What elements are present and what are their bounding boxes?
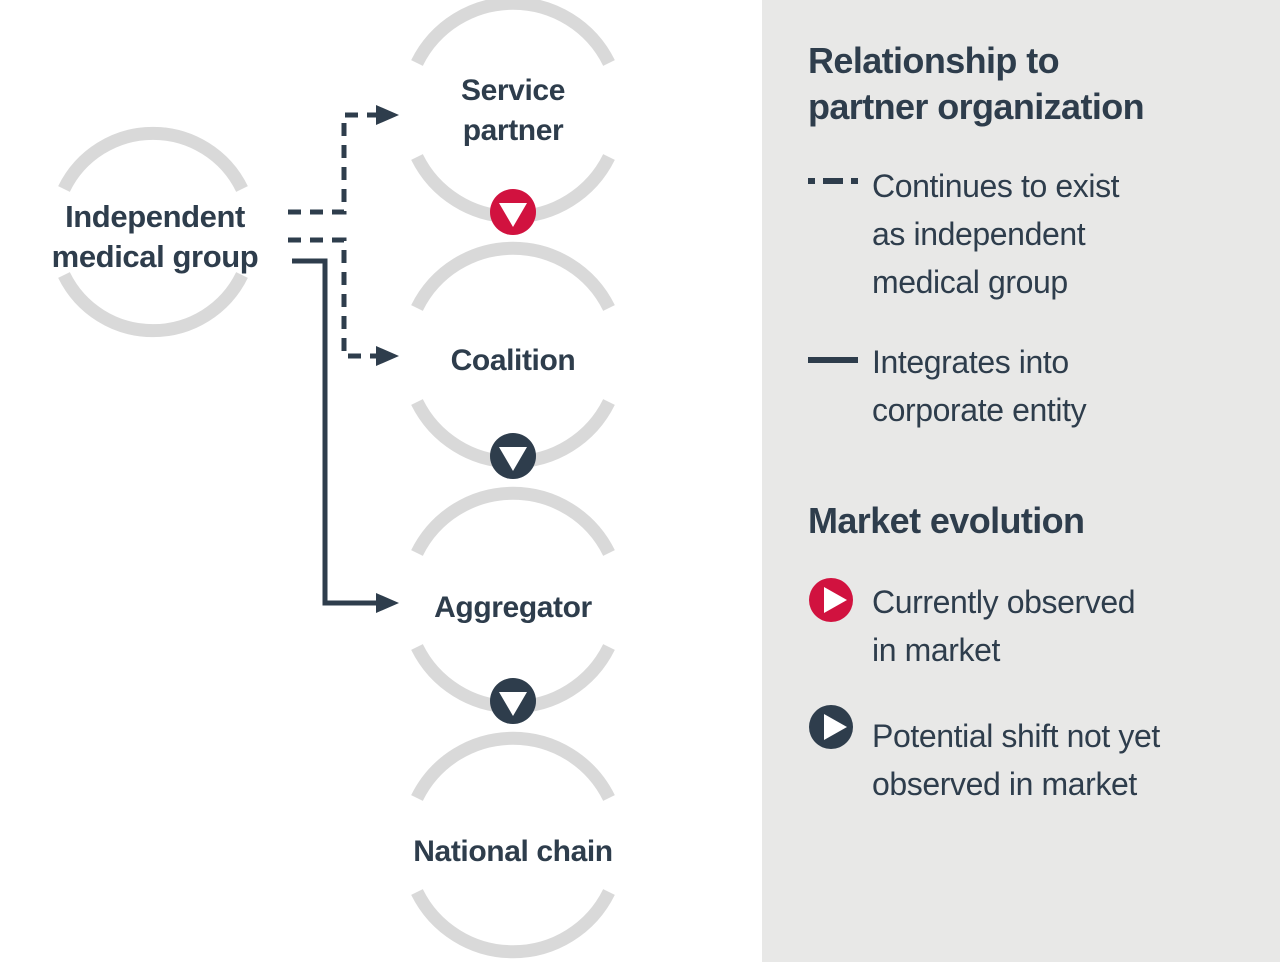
node-label-aggregator: Aggregator	[413, 588, 613, 628]
legend-item-potential-shift: Potential shift not yet observed in mark…	[872, 712, 1160, 808]
red-play-circle-icon	[809, 578, 853, 622]
arrowhead-icon	[376, 346, 399, 366]
legend-item-line: in market	[872, 632, 1000, 668]
connector-solid-to-aggregator	[292, 258, 378, 606]
legend-item-line: Potential shift not yet	[872, 718, 1160, 754]
legend-market-title: Market evolution	[808, 500, 1085, 541]
dark-play-circle-icon	[809, 705, 853, 749]
legend-panel	[762, 0, 1280, 962]
arrowhead-icon	[376, 593, 399, 613]
legend-item-line: as independent	[872, 216, 1086, 252]
legend-item-line: medical group	[872, 264, 1068, 300]
down-triangle-icon	[499, 692, 527, 716]
legend-item-line: Integrates into	[872, 344, 1069, 380]
legend-item-line: Currently observed	[872, 584, 1136, 620]
node-label-service-partner: Service partner	[413, 71, 613, 151]
legend-item-continues-to-exist: Continues to exist as independent medica…	[872, 162, 1120, 306]
legend-item-line: observed in market	[872, 766, 1137, 802]
source-node-label-line2: medical group	[51, 239, 259, 274]
source-node-label: Independent medical group	[30, 197, 280, 277]
source-node-ring	[58, 126, 248, 338]
node-label-line: National chain	[413, 835, 613, 868]
marker-currently-observed	[490, 189, 536, 235]
down-triangle-icon	[499, 203, 527, 227]
down-triangle-icon	[499, 447, 527, 471]
diagram-canvas	[58, 0, 615, 959]
node-label-line: Service	[461, 74, 565, 107]
legend-item-line: Continues to exist	[872, 168, 1120, 204]
solid-line-swatch-icon	[808, 357, 858, 363]
legend-title-line: partner organization	[808, 86, 1145, 127]
node-label-line: Coalition	[450, 344, 576, 377]
legend-title-line: Relationship to	[808, 40, 1060, 81]
national-chain-ring	[411, 731, 615, 959]
connector-dashed-to-service-partner	[288, 112, 378, 215]
marker-potential-shift-2	[490, 678, 536, 724]
source-node-label-line1: Independent	[65, 199, 245, 234]
dashed-line-swatch-icon	[808, 178, 858, 184]
node-label-line: partner	[462, 114, 564, 147]
connector-dashed-to-coalition	[288, 237, 378, 359]
legend-item-currently-observed: Currently observed in market	[872, 578, 1136, 674]
marker-potential-shift-1	[490, 433, 536, 479]
legend-item-line: corporate entity	[872, 392, 1087, 428]
node-label-coalition: Coalition	[413, 341, 613, 381]
node-label-line: Aggregator	[434, 591, 592, 624]
arrowhead-icon	[376, 105, 399, 125]
legend-relationship-title: Relationship to partner organization	[808, 38, 1145, 130]
node-label-national-chain: National chain	[363, 832, 663, 872]
legend-item-integrates: Integrates into corporate entity	[872, 338, 1087, 434]
